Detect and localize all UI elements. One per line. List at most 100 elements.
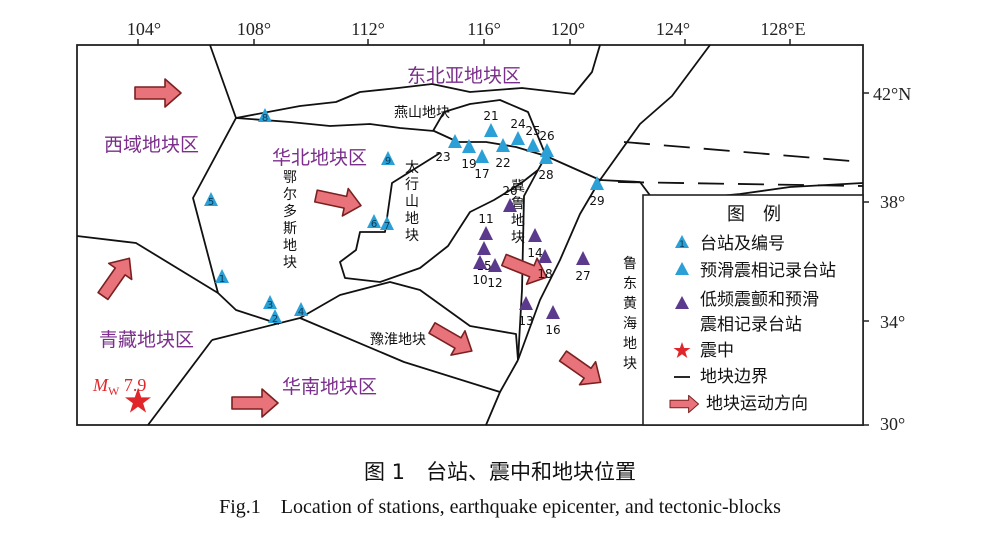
station-5: 5 <box>204 192 218 208</box>
station-17: 17 <box>474 149 490 181</box>
station-number: 14 <box>527 246 542 260</box>
station-number: 5 <box>208 197 214 208</box>
station-triangle-icon <box>215 269 229 283</box>
station-3: 3 <box>263 295 277 311</box>
station-number: 22 <box>495 156 510 170</box>
station-24: 24 <box>510 117 526 145</box>
lat-tick-label: 42°N <box>873 84 911 104</box>
block-boundaries <box>76 44 864 426</box>
station-triangle-icon <box>448 134 462 148</box>
station-number: 11 <box>478 212 493 226</box>
station-14: 14 <box>527 228 543 260</box>
arrow-icon <box>90 249 142 305</box>
station-triangle-icon <box>367 214 381 228</box>
station-6: 6 <box>367 214 381 230</box>
station-21: 21 <box>483 109 499 137</box>
station-number: 8 <box>262 113 268 124</box>
caption-chinese: 图 1 台站、震中和地块位置 <box>363 460 637 484</box>
epicenter-star-icon <box>125 388 151 413</box>
region-huabei: 华北地块区 <box>272 147 367 169</box>
station-triangle-icon <box>294 302 308 316</box>
station-number: 2 <box>272 314 278 325</box>
station-triangle-icon <box>503 198 517 212</box>
station-1: 1 <box>215 269 229 285</box>
magnitude-sub: W <box>108 384 120 398</box>
station-triangle-icon <box>204 192 218 206</box>
station-4: 4 <box>294 302 308 318</box>
region-dongbeiya: 东北亚地块区 <box>407 65 521 87</box>
station-number: 26 <box>539 129 554 143</box>
station-triangle-icon <box>519 296 533 310</box>
dashed-boundaries <box>617 141 864 187</box>
station-16: 16 <box>545 305 561 337</box>
magnitude-value: 7.9 <box>119 375 146 395</box>
region-qingzang: 青藏地块区 <box>99 329 194 351</box>
station-number: 28 <box>538 168 553 182</box>
station-27: 27 <box>575 251 591 283</box>
station-number: 27 <box>575 269 590 283</box>
latitude-axis <box>863 92 869 426</box>
legend-title: 图 例 <box>727 204 781 225</box>
legend-label: 震中 <box>700 341 734 361</box>
legend-label: 低频震颤和预滑 <box>700 290 819 310</box>
station-number: 16 <box>545 323 560 337</box>
station-number: 24 <box>510 117 525 131</box>
station-2: 2 <box>268 309 282 325</box>
station-28: 28 <box>538 150 554 182</box>
block-taihang: 太行山地块 <box>405 160 419 244</box>
legend-label: 地块边界 <box>700 367 768 387</box>
station-triangle-icon <box>540 143 554 157</box>
station-triangle-icon <box>511 131 525 145</box>
arrow-icon <box>424 315 480 364</box>
block-jilu: 冀鲁地块 <box>511 179 525 246</box>
magnitude-prefix: M <box>92 375 109 395</box>
station-number: 18 <box>537 267 552 281</box>
station-13: 13 <box>518 296 534 328</box>
legend-sample-number: 1 <box>679 240 685 250</box>
station-number: 17 <box>474 167 489 181</box>
station-triangle-icon <box>539 150 553 164</box>
lon-tick-label: 128°E <box>760 19 805 39</box>
lon-tick-label: 120° <box>551 19 585 39</box>
station-number: 29 <box>589 194 604 208</box>
lat-tick-label: 38° <box>880 192 905 212</box>
station-triangle-icon <box>473 255 487 269</box>
lon-tick-label: 112° <box>351 19 385 39</box>
station-triangle-icon <box>496 138 510 152</box>
station-triangle-icon <box>538 249 552 263</box>
lon-tick-label: 108° <box>237 19 271 39</box>
station-number: 1 <box>219 274 225 285</box>
station-number: 12 <box>487 276 502 290</box>
station-triangle-icon <box>258 108 272 122</box>
lon-tick-label: 104° <box>127 19 161 39</box>
region-huanan: 华南地块区 <box>282 376 377 398</box>
station-number: 7 <box>384 221 390 232</box>
legend-label: 震相记录台站 <box>700 315 802 335</box>
legend-label: 台站及编号 <box>700 234 785 254</box>
numbered-station-icon <box>675 235 689 248</box>
station-triangle-icon <box>576 251 590 265</box>
station-25: 25 <box>525 124 541 152</box>
lat-tick-label: 30° <box>880 414 905 434</box>
arrow-icon <box>134 78 182 108</box>
station-23: 23 <box>435 134 462 164</box>
legend-label: 预滑震相记录台站 <box>700 261 836 281</box>
station-triangle-icon <box>526 138 540 152</box>
station-18: 18 <box>537 249 553 281</box>
station-triangle-icon <box>381 151 395 165</box>
station-26: 26 <box>539 129 555 157</box>
station-8: 8 <box>258 108 272 124</box>
station-number: 21 <box>483 109 498 123</box>
station-number: 6 <box>371 219 377 230</box>
station-number: 3 <box>267 300 273 311</box>
station-29: 29 <box>589 176 605 208</box>
caption-english: Fig.1 Location of stations, earthquake e… <box>219 496 781 518</box>
star-icon <box>673 342 691 358</box>
station-triangle-icon <box>462 139 476 153</box>
station-triangle-icon <box>380 216 394 230</box>
station-12: 12 <box>487 258 503 290</box>
station-number: 9 <box>385 156 391 167</box>
station-7: 7 <box>380 216 394 232</box>
block-yuhuai: 豫淮地块 <box>370 332 426 348</box>
station-triangle-icon <box>268 309 282 323</box>
